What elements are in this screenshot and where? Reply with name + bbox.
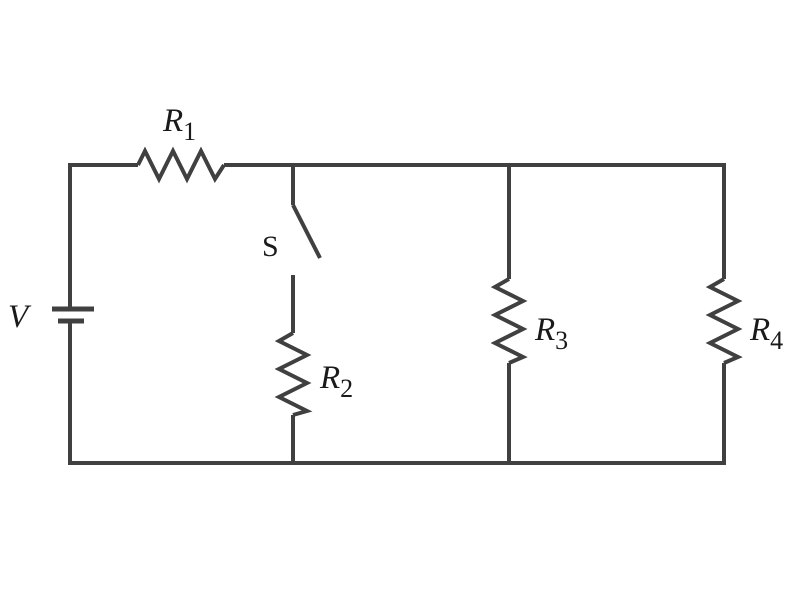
label-r1: R1 xyxy=(162,103,196,146)
label-r3-letter: R xyxy=(534,312,555,348)
label-battery: V xyxy=(8,299,32,335)
resistor-r4 xyxy=(705,277,743,365)
resistor-r3 xyxy=(490,277,528,365)
switch-blade xyxy=(291,204,322,259)
label-r3-subscript: 3 xyxy=(555,326,568,355)
label-r1-subscript: 1 xyxy=(183,117,196,146)
wires xyxy=(68,163,726,465)
label-r4: R4 xyxy=(749,312,783,355)
label-r2: R2 xyxy=(319,360,353,403)
resistor-r1 xyxy=(136,146,226,184)
battery-symbol xyxy=(52,306,94,324)
label-r4-subscript: 4 xyxy=(770,326,783,355)
label-switch: S xyxy=(262,230,279,263)
label-r1-letter: R xyxy=(162,103,183,139)
label-r2-subscript: 2 xyxy=(340,374,353,403)
label-r4-letter: R xyxy=(749,312,770,348)
label-r2-letter: R xyxy=(319,360,340,396)
labels: V S R1 R2 R3 R4 xyxy=(8,103,783,403)
resistor-r2 xyxy=(274,331,313,417)
label-r3: R3 xyxy=(534,312,568,355)
